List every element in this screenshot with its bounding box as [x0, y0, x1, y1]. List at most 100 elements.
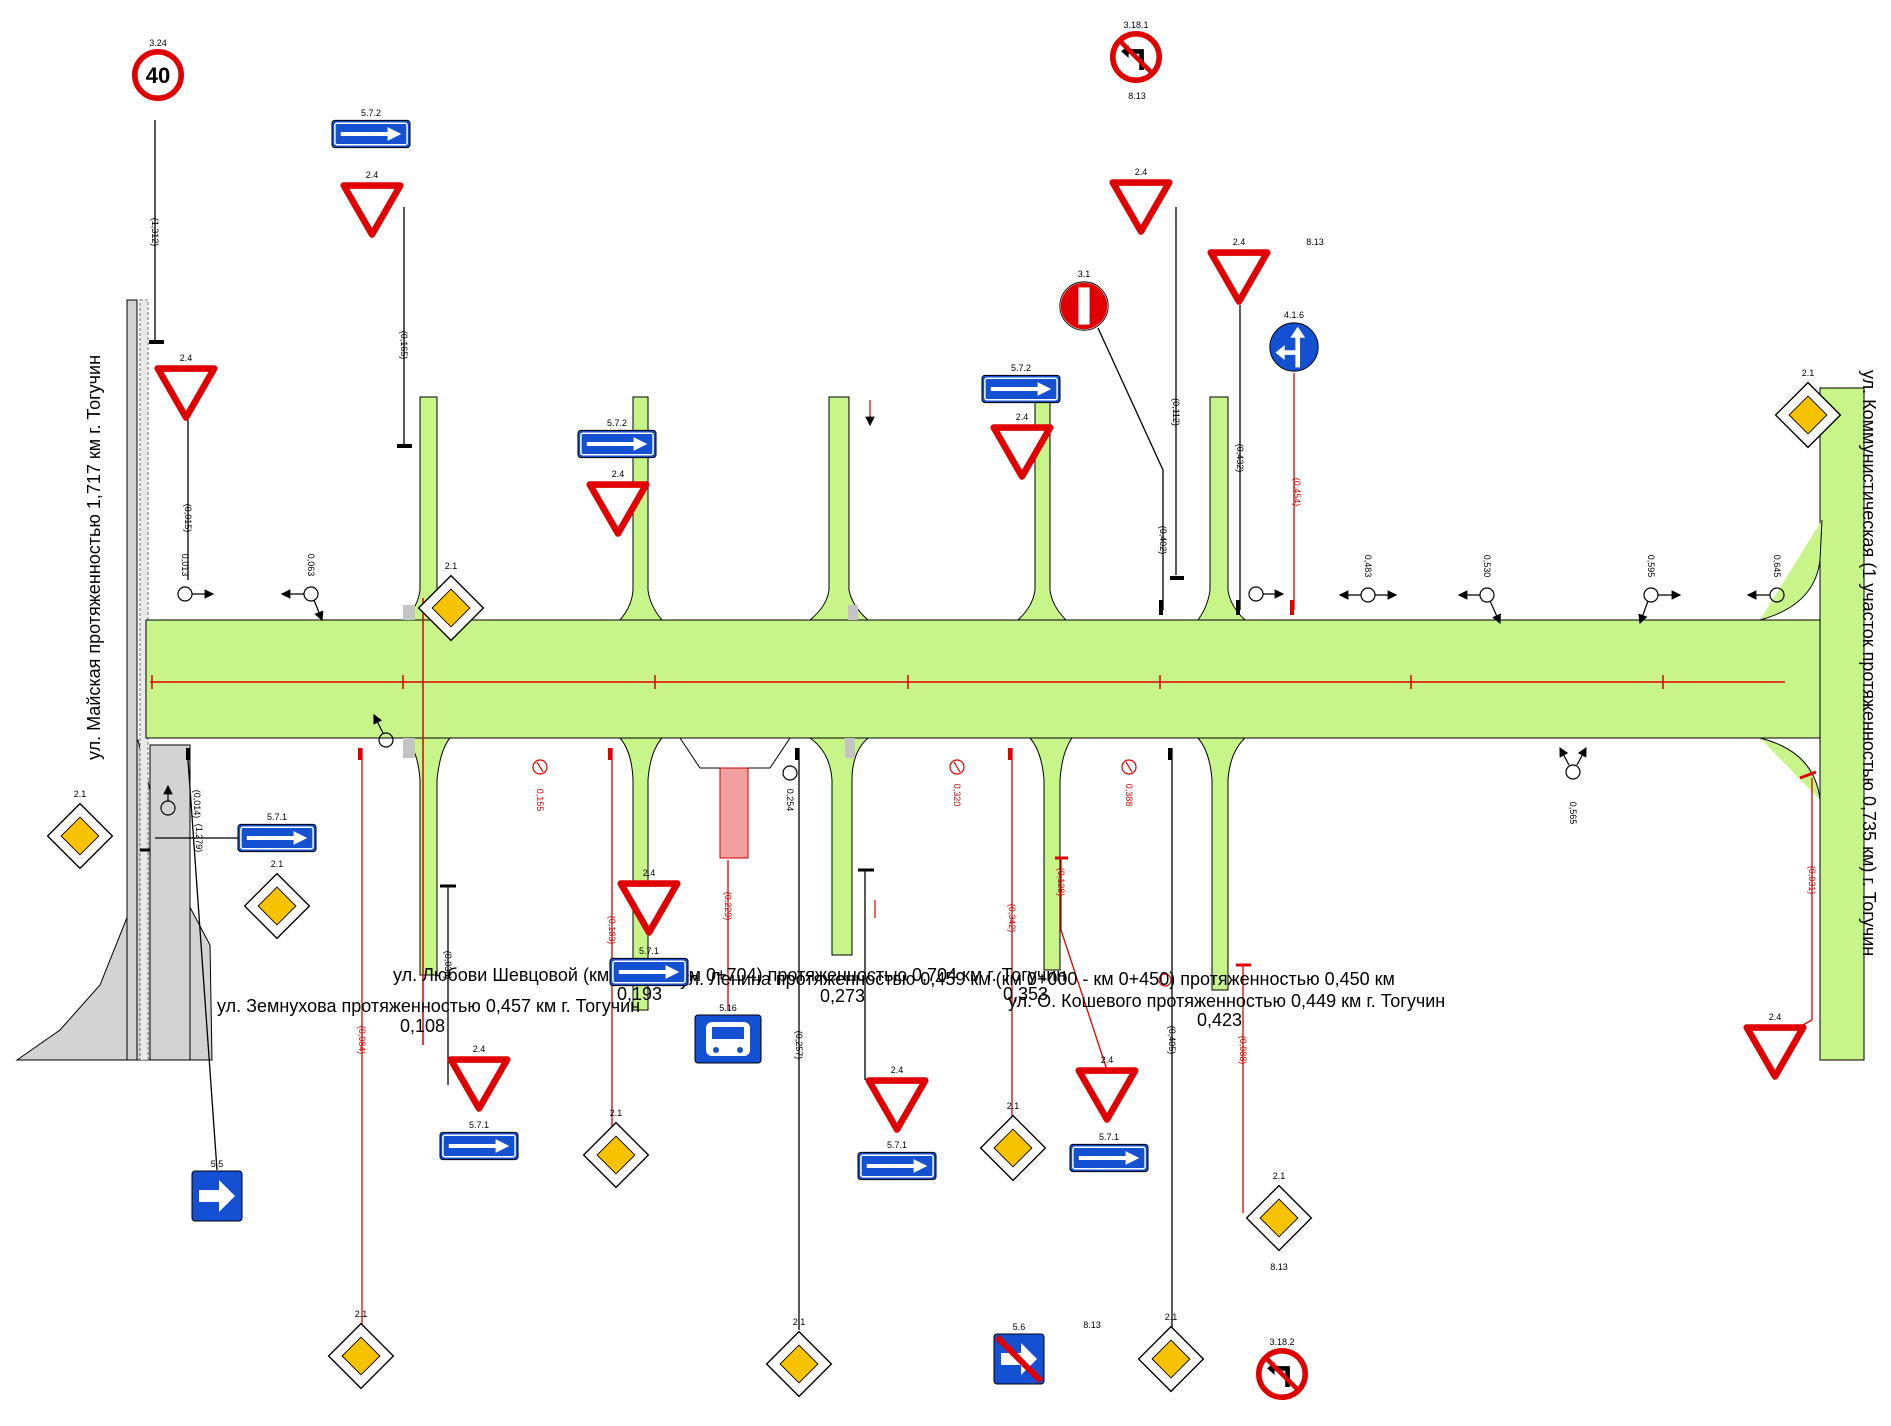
sign-code-label: 2.4 — [891, 1065, 904, 1075]
sign-main-icon: 2.1 — [765, 1317, 833, 1398]
sign-code-label: 2.4 — [612, 469, 625, 479]
distance-label: (0,229) — [723, 892, 733, 921]
sign-main-icon: 2.1 — [1245, 1171, 1313, 1252]
sign-main-icon: 2.1 — [46, 789, 114, 870]
distance-label: (0,342) — [1007, 904, 1017, 933]
distance-label: 0,254 — [785, 789, 795, 812]
street-label-2-km: 0,273 — [820, 986, 865, 1006]
distance-label: (0,405) — [1167, 1026, 1177, 1055]
distance-label: (0,014) — [192, 790, 202, 819]
distance-label: (0,036) — [443, 951, 453, 980]
sign-code-label: 2.1 — [445, 561, 458, 571]
sign-noentry-icon: 3.1 — [1058, 269, 1110, 332]
distance-label: (0,257) — [794, 1031, 804, 1060]
sign-code-label: 3.18.2 — [1269, 1337, 1294, 1347]
sign-code-label: 2.1 — [1165, 1312, 1178, 1322]
sign-code-label: 2.4 — [1101, 1055, 1114, 1065]
sign-code-label: 5.7.1 — [887, 1140, 907, 1150]
distance-label: (0,128) — [1056, 868, 1066, 897]
sign-code-label: 3.18.1 — [1123, 20, 1148, 30]
sign-busstop-icon: 5.16 — [694, 1003, 762, 1064]
sign-code-label: 2.1 — [74, 789, 87, 799]
sign-code-label: 5.16 — [719, 1003, 737, 1013]
distance-label: 0,155 — [535, 789, 545, 812]
sign-code-label: 5.7.1 — [267, 812, 287, 822]
sign-yield-icon: 2.4 — [344, 170, 400, 234]
right-street-caption: ул. Коммунистическая (1 участок протяжен… — [1859, 370, 1879, 956]
sign-code-label: 8.13 — [1306, 237, 1324, 247]
sign-yield-icon: 2.4 — [869, 1065, 925, 1129]
distance-label: (0,402) — [1158, 526, 1168, 555]
distance-label: (0,432) — [1235, 444, 1245, 473]
sign-code-label: 5.5 — [211, 1159, 224, 1169]
signs-layer: 403.24 5.7.2 2.4 2.4 2.4 5.7.2 5.7.2 2.4 3.18.1 8… — [46, 20, 1842, 1398]
street-label-2: ул. Ленина протяженностью 0,459 км (км 0… — [680, 969, 1395, 989]
sign-plate813-icon: 8.13 — [1270, 1262, 1288, 1272]
sign-yield-icon: 2.4 — [158, 353, 214, 417]
distance-label: 0,565 — [1568, 802, 1578, 825]
street-label-5-km: 0,423 — [1197, 1010, 1242, 1030]
sign-main-icon: 2.1 — [582, 1108, 650, 1189]
lamp-symbols — [160, 586, 1785, 987]
street-label-1: ул. Любови Шевцовой (км 0+000 - км 0+704… — [393, 965, 1066, 985]
main-road — [145, 387, 1865, 1061]
sign-main-icon: 2.1 — [1774, 368, 1842, 449]
sign-oneway-icon: 5.7.1 — [609, 946, 689, 987]
sign-code-label: 8.13 — [1083, 1320, 1101, 1330]
distance-label: (0,112) — [1171, 398, 1181, 426]
sign-yield-icon: 2.4 — [1211, 237, 1267, 301]
distance-label: (1,279) — [194, 824, 204, 853]
sign-poles — [149, 120, 1817, 1330]
sign-code-label: 2.4 — [1233, 237, 1246, 247]
sign-plate813-icon: 8.13 — [1083, 1320, 1101, 1330]
sign-plate813-icon: 8.13 — [1128, 91, 1146, 101]
sign-plate813-icon: 8.13 — [1306, 237, 1324, 247]
street-label-3-km: 0,353 — [1003, 984, 1048, 1004]
sign-code-label: 2.1 — [1273, 1171, 1286, 1181]
sign-main-icon: 2.1 — [243, 859, 311, 940]
sign-main-icon: 2.1 — [1137, 1312, 1205, 1393]
sign-yield-icon: 2.4 — [1113, 167, 1169, 231]
sign-code-label: 2.4 — [1769, 1012, 1782, 1022]
sign-yield-icon: 2.4 — [451, 1044, 507, 1108]
distance-label: (0,183) — [607, 916, 617, 945]
street-label-4: ул. Земнухова протяженностью 0,457 км г.… — [217, 996, 640, 1016]
distance-label: 0,595 — [1646, 555, 1656, 578]
sign-code-label: 2.4 — [1135, 167, 1148, 177]
sign-noleft-icon: 3.18.1 — [1113, 20, 1159, 80]
sign-code-label: 2.4 — [366, 170, 379, 180]
left-street-caption: ул. Майская протяженностью 1,717 км г. Т… — [84, 355, 104, 760]
street-label-1-km: 0,193 — [617, 984, 662, 1004]
sign-code-label: 5.7.2 — [361, 108, 381, 118]
sign-endoneway-icon: 5.6 — [994, 1322, 1044, 1384]
sign-code-label: 3.1 — [1078, 269, 1091, 279]
sign-code-label: 2.4 — [643, 868, 656, 878]
sign-code-label: 2.4 — [180, 353, 193, 363]
sign-value: 40 — [146, 63, 170, 88]
sign-oneway-icon: 5.7.2 — [981, 363, 1061, 404]
distance-label: 0,320 — [952, 784, 962, 807]
distance-label: (0,015) — [183, 504, 193, 533]
distance-label: 0,530 — [1482, 555, 1492, 578]
distance-label: (0,165) — [399, 331, 409, 360]
sign-yield-icon: 2.4 — [621, 868, 677, 932]
sign-onewayroad-icon: 5.5 — [191, 1159, 243, 1222]
sign-code-label: 2.4 — [473, 1044, 486, 1054]
sign-main-icon: 2.1 — [979, 1101, 1047, 1182]
distance-label: 0,063 — [306, 554, 316, 577]
sign-code-label: 5.6 — [1013, 1322, 1026, 1332]
sign-code-label: 5.7.1 — [469, 1120, 489, 1130]
sign-yield-icon: 2.4 — [994, 412, 1050, 476]
sign-code-label: 2.1 — [355, 1309, 368, 1319]
sign-code-label: 5.7.2 — [1011, 363, 1031, 373]
sign-main-icon: 2.1 — [327, 1309, 395, 1390]
sign-code-label: 2.1 — [1802, 368, 1815, 378]
red-lamp-symbols — [532, 759, 1137, 775]
street-label-4-km: 0,108 — [400, 1016, 445, 1036]
distance-label: (0,031) — [1807, 866, 1817, 895]
sign-code-label: 8.13 — [1128, 91, 1146, 101]
sign-speed-icon: 403.24 — [135, 38, 181, 98]
distance-label: (0,084) — [357, 1026, 367, 1055]
sign-code-label: 5.7.2 — [607, 418, 627, 428]
